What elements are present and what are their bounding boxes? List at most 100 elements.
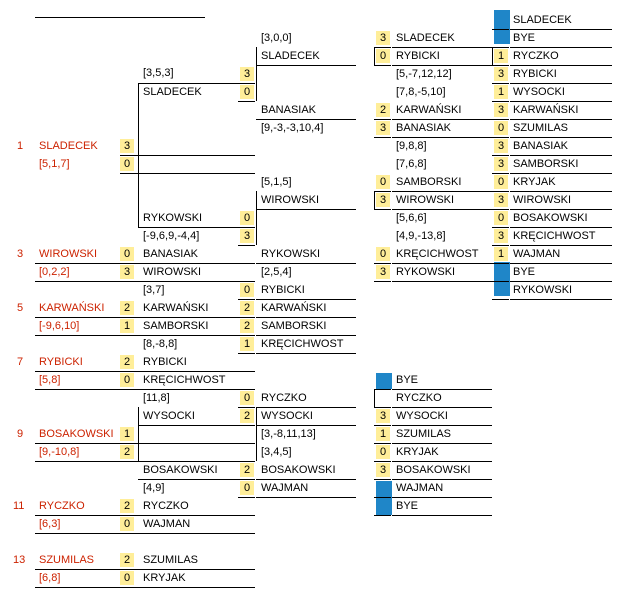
match-score: 0 — [376, 49, 390, 63]
bracket-label: SLADECEK — [513, 14, 572, 26]
bracket-line — [374, 119, 391, 120]
bracket-line — [138, 83, 139, 227]
bracket-label: SZUMILAS — [143, 554, 199, 566]
match-score: 0 — [120, 157, 134, 171]
seed-entry: 3 — [17, 248, 24, 260]
bracket-label: BOSAKOWSKI — [261, 464, 336, 476]
bracket-label: KARWAŃSKI — [261, 302, 327, 314]
bracket-line — [238, 479, 255, 480]
match-score: 3 — [120, 265, 134, 279]
bracket-line — [510, 83, 612, 84]
match-score: 3 — [494, 157, 508, 171]
seed-entry: 13 — [13, 554, 26, 566]
bracket-label: KRĘCICHWOST — [143, 374, 226, 386]
match-score: 0 — [376, 247, 390, 261]
match-score: 0 — [120, 247, 134, 261]
bracket-label: RYCZKO — [143, 500, 189, 512]
bracket-line — [256, 407, 257, 461]
bracket-line — [392, 425, 492, 426]
bracket-line — [392, 119, 492, 120]
bracket-line — [492, 245, 509, 246]
bracket-line — [138, 425, 238, 426]
bracket-label: KRĘCICHWOST — [513, 230, 596, 242]
match-score: 0 — [494, 121, 508, 135]
bracket-label: SAMBORSKI — [513, 158, 579, 170]
bracket-label: WYSOCKI — [261, 410, 313, 422]
bracket-label: [3,-8,11,13] — [261, 428, 316, 440]
bracket-line — [256, 299, 356, 300]
bracket-line — [510, 101, 612, 102]
bracket-label: [3,4,5] — [261, 446, 292, 458]
bracket-line — [256, 353, 356, 354]
bracket-line — [256, 47, 257, 101]
bracket-line — [35, 317, 153, 318]
bracket-line — [120, 461, 255, 462]
bracket-label: BOSAKOWSKI — [513, 212, 588, 224]
bracket-line — [238, 245, 255, 246]
bracket-line — [510, 119, 612, 120]
seed-entry: 5 — [17, 302, 24, 314]
bracket-label: SLADECEK — [396, 32, 455, 44]
bracket-line — [138, 569, 238, 570]
seed-entry: 11 — [13, 500, 25, 512]
seed-entry: WIROWSKI — [39, 248, 98, 260]
bracket-line — [492, 119, 509, 120]
bracket-line — [510, 227, 612, 228]
bracket-label: WAJMAN — [513, 248, 561, 260]
bracket-line — [492, 209, 509, 210]
bracket-line — [256, 191, 257, 245]
bracket-line — [120, 155, 255, 156]
bracket-line — [510, 65, 612, 66]
bracket-line — [374, 389, 391, 390]
match-score: 3 — [240, 67, 254, 81]
bracket-line — [138, 533, 238, 534]
match-score: 0 — [120, 571, 134, 585]
match-score: 2 — [240, 463, 254, 477]
bracket-label: WIROWSKI — [396, 194, 455, 206]
match-score: 1 — [494, 85, 508, 99]
bracket-line — [510, 173, 612, 174]
match-score: 3 — [376, 265, 390, 279]
bracket-line — [374, 137, 391, 138]
bracket-line — [238, 299, 255, 300]
seed-entry: RYBICKI — [39, 356, 83, 368]
match-score: 3 — [494, 229, 508, 243]
bracket-line — [120, 263, 255, 264]
bracket-label: RYBICKI — [513, 68, 557, 80]
bracket-label: RYBICKI — [143, 356, 187, 368]
bracket-label: [3,7] — [143, 284, 165, 296]
match-score: 2 — [120, 355, 134, 369]
bracket-label: WAJMAN — [143, 518, 191, 530]
bracket-line — [374, 263, 391, 264]
bracket-line — [238, 317, 255, 318]
bracket-label: BOSAKOWSKI — [396, 464, 471, 476]
bracket-line — [256, 263, 356, 264]
seed-entry: [5,1,7] — [39, 158, 70, 170]
bracket-line — [138, 407, 139, 461]
bye-slot-box — [376, 481, 392, 515]
bracket-label: SAMBORSKI — [143, 320, 209, 332]
match-score: 3 — [376, 193, 390, 207]
bracket-label: WIROWSKI — [513, 194, 572, 206]
bracket-line — [374, 209, 391, 210]
bracket-line — [256, 425, 356, 426]
bracket-label: KRYJAK — [396, 446, 439, 458]
bracket-line — [238, 407, 255, 408]
seed-entry: SZUMILAS — [39, 554, 95, 566]
seed-entry: [-9,6,10] — [39, 320, 80, 332]
match-score: 1 — [494, 49, 508, 63]
bye-slot-box — [494, 10, 510, 44]
bracket-line — [120, 281, 255, 282]
bracket-label: [8,-8,8] — [143, 338, 178, 350]
bracket-label: RYBICKI — [396, 50, 440, 62]
bracket-line — [35, 461, 153, 462]
seed-entry: 1 — [17, 140, 24, 152]
bracket-label: [3,5,3] — [143, 67, 174, 79]
bracket-label: KARWAŃSKI — [143, 302, 209, 314]
bracket-line — [510, 191, 612, 192]
bracket-label: SAMBORSKI — [396, 176, 462, 188]
seed-entry: 9 — [17, 428, 24, 440]
bye-slot-box — [494, 262, 510, 296]
bracket-line — [35, 281, 153, 282]
bracket-label: SZUMILAS — [513, 122, 569, 134]
